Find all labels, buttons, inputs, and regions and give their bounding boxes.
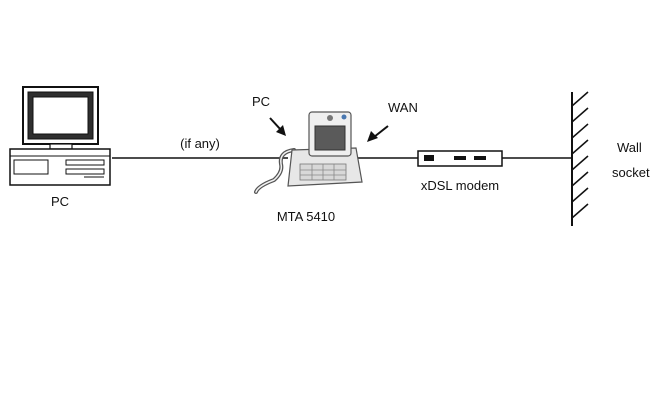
wall-socket-icon bbox=[571, 91, 589, 226]
wan-port-label: WAN bbox=[388, 100, 418, 115]
pc-port-label: PC bbox=[252, 94, 270, 109]
wan-port-arrow bbox=[367, 125, 389, 142]
pc-port-arrow bbox=[269, 117, 286, 136]
video-phone-icon bbox=[254, 111, 363, 194]
socket-label: socket bbox=[612, 165, 650, 180]
modem-label: xDSL modem bbox=[421, 178, 499, 193]
desktop-computer-icon bbox=[9, 86, 111, 186]
pc-label: PC bbox=[51, 194, 69, 209]
device-label: MTA 5410 bbox=[277, 209, 335, 224]
wall-label: Wall bbox=[617, 140, 642, 155]
dsl-modem-icon bbox=[417, 150, 503, 167]
if-any-label: (if any) bbox=[180, 136, 220, 151]
